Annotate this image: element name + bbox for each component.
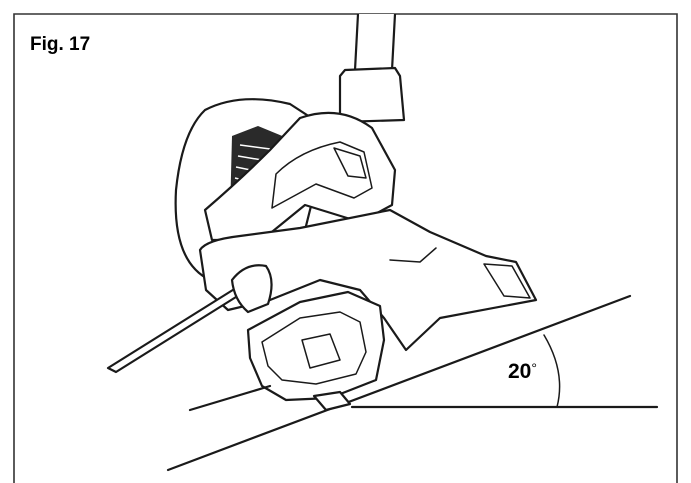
- guide-pivot-knob: [230, 264, 273, 314]
- angle-unit: °: [531, 360, 537, 376]
- shaft-collar: [338, 66, 406, 124]
- figure-border: [13, 13, 678, 483]
- trimmer-shaft: [353, 13, 397, 72]
- spool-cap: [261, 311, 367, 385]
- spool-head: [246, 290, 386, 402]
- spool-bump: [312, 390, 352, 412]
- angle-value: 20: [508, 360, 531, 383]
- angle-arc: [543, 334, 561, 408]
- guard-body: [198, 208, 538, 352]
- figure-label: Fig. 17: [30, 34, 90, 55]
- guard-seam: [389, 247, 437, 263]
- cutting-line: [188, 384, 272, 412]
- front-cover-panel: [271, 141, 373, 209]
- slope-line: [166, 294, 632, 472]
- angle-label: 20°: [508, 360, 537, 383]
- guard-tab: [483, 263, 531, 299]
- spool-center: [301, 333, 341, 369]
- front-cover-recess: [333, 147, 367, 179]
- edge-guide-wire: [106, 286, 246, 374]
